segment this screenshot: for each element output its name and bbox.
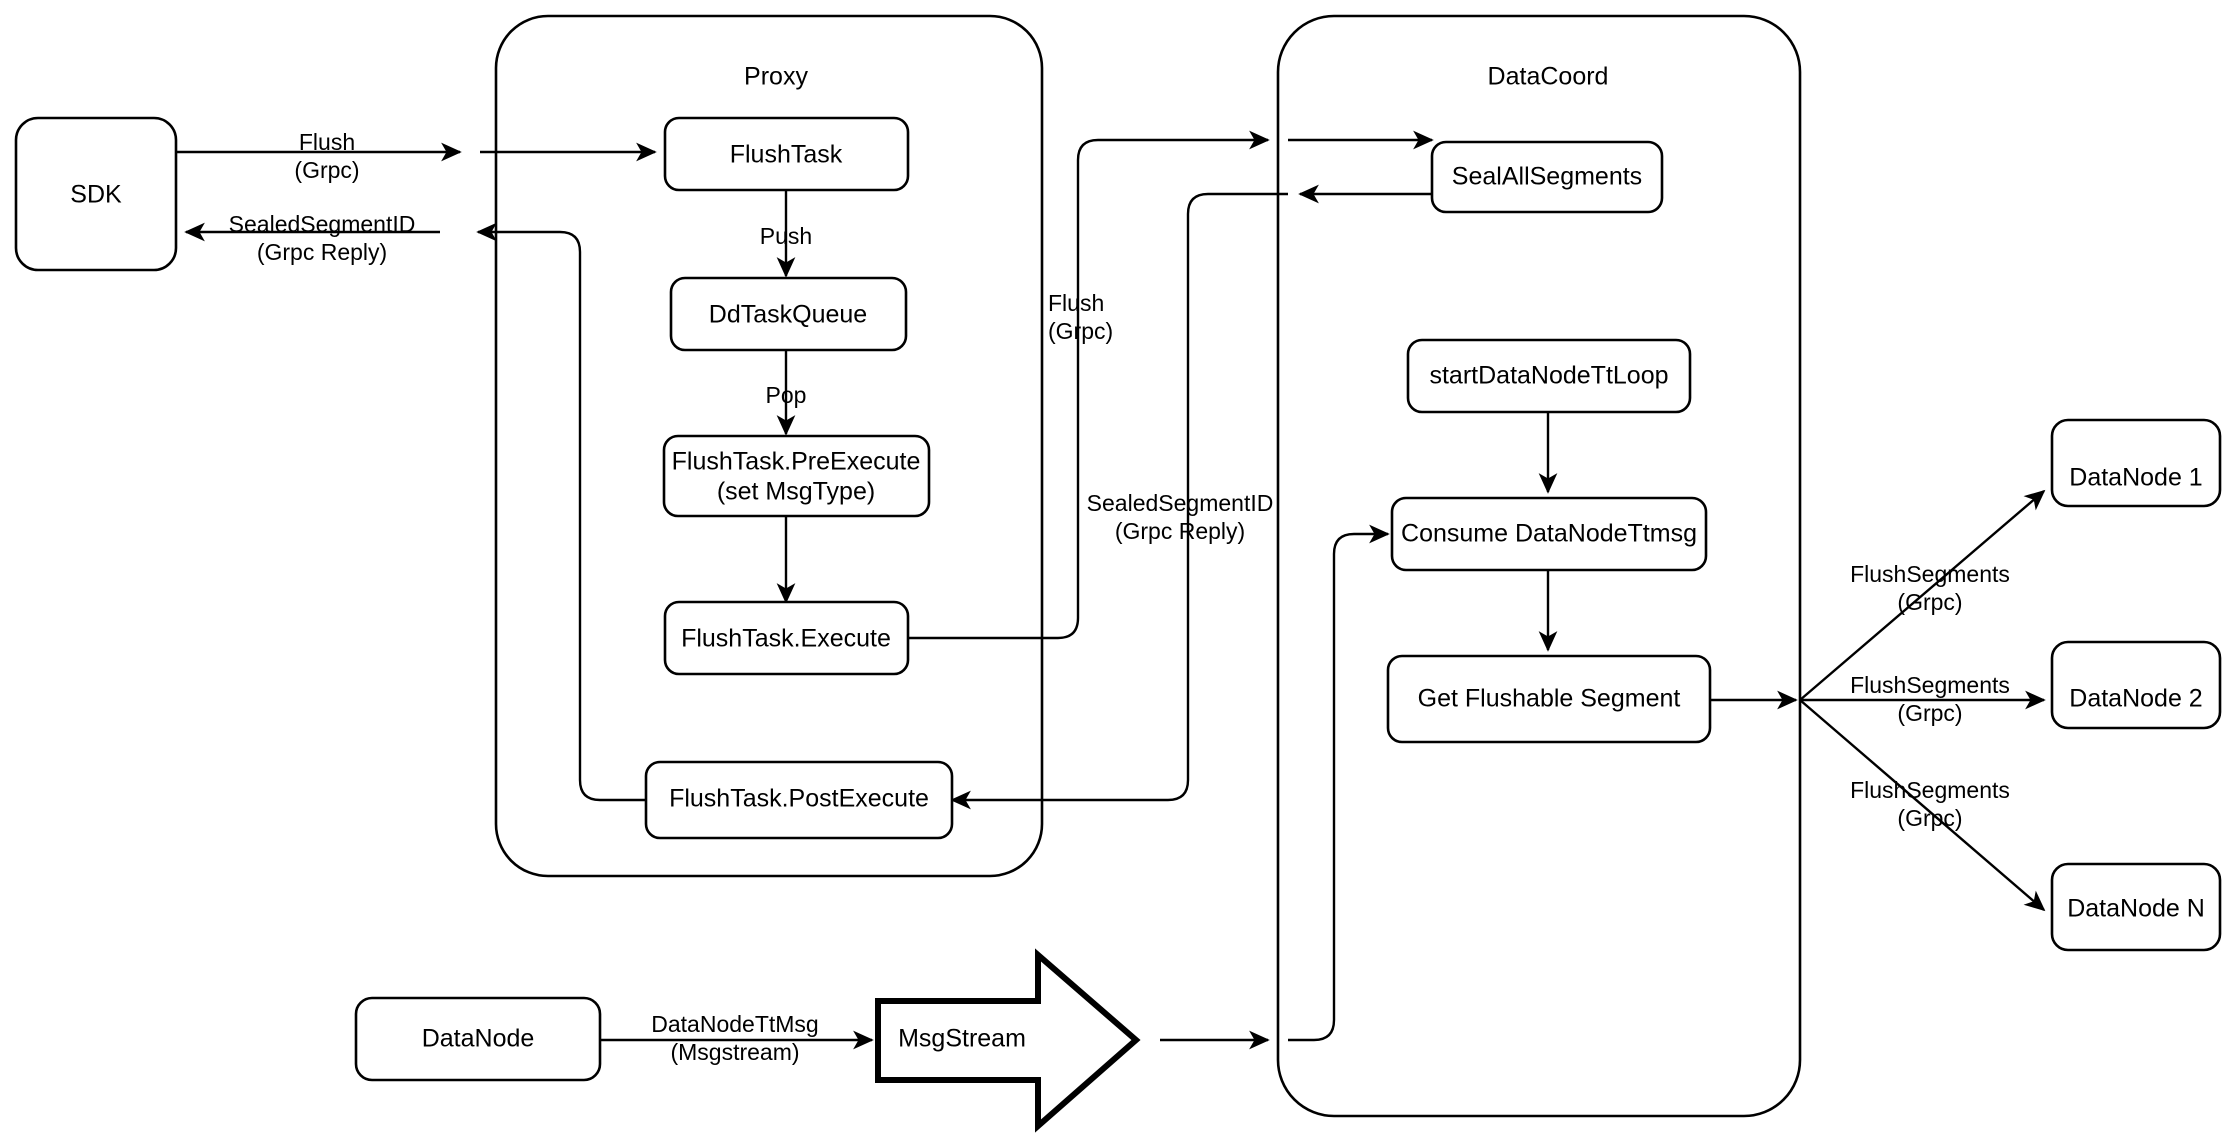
container-datacoord bbox=[1276, 14, 1802, 1118]
node-sealallsegments-box[interactable] bbox=[1430, 140, 1664, 214]
edge-label-flushsegments-1-line1: FlushSegments bbox=[1850, 561, 2010, 587]
edge-datacoord-boundary-to-consume bbox=[1288, 524, 1390, 1042]
node-flushtask-execute-box[interactable] bbox=[663, 600, 910, 676]
node-flushtask[interactable]: FlushTask bbox=[663, 116, 910, 192]
edge-label-flushsegments-2-line1: FlushSegments bbox=[1850, 672, 2010, 698]
edge-label-datacoord-proxy-reply-line1: SealedSegmentID bbox=[1087, 490, 1274, 516]
edge-label-sealedsegmentid-line2: (Grpc Reply) bbox=[257, 239, 387, 265]
container-proxy-title: Proxy bbox=[744, 63, 808, 91]
edge-label-push: Push bbox=[760, 223, 812, 249]
node-consume-datanode-ttmsg[interactable]: Consume DataNodeTtmsg bbox=[1390, 496, 1708, 572]
node-start-datanode-tt-loop-box[interactable] bbox=[1406, 338, 1692, 414]
node-datanode-1-label: DataNode 1 bbox=[2069, 464, 2202, 492]
node-flushtask-box[interactable] bbox=[663, 116, 910, 192]
node-flushtask-preexecute-box[interactable] bbox=[662, 434, 931, 518]
node-datanode-bottom[interactable]: DataNode bbox=[354, 996, 602, 1082]
node-start-datanode-tt-loop[interactable]: startDataNodeTtLoop bbox=[1406, 338, 1692, 414]
edge-hub-to-datanode-1 bbox=[1799, 489, 2046, 701]
node-datanode-1-box[interactable] bbox=[2050, 418, 2222, 508]
node-sdk-label: SDK bbox=[70, 181, 122, 209]
node-sealallsegments-label: SealAllSegments bbox=[1452, 163, 1642, 191]
edge-label-proxy-datacoord-flush-line1: Flush bbox=[1048, 290, 1104, 316]
node-flushtask-preexecute[interactable]: FlushTask.PreExecute (set MsgType) bbox=[662, 434, 931, 518]
edge-label-datacoord-proxy-reply-line2: (Grpc Reply) bbox=[1115, 518, 1245, 544]
node-msgstream-label: MsgStream bbox=[898, 1025, 1026, 1053]
node-datanode-1[interactable]: DataNode 1 bbox=[2050, 418, 2222, 508]
edge-label-datanodettmsg-line1: DataNodeTtMsg bbox=[651, 1011, 818, 1037]
node-flushtask-label: FlushTask bbox=[730, 141, 843, 169]
node-datanode-n-box[interactable] bbox=[2050, 862, 2222, 952]
node-get-flushable-segment-label: Get Flushable Segment bbox=[1418, 685, 1681, 713]
edge-postexecute-to-sdk-reply bbox=[476, 222, 646, 802]
node-datanode-2-box[interactable] bbox=[2050, 640, 2222, 730]
edge-label-flushsegments-2-line2: (Grpc) bbox=[1897, 700, 1962, 726]
node-datanode-bottom-box[interactable] bbox=[354, 996, 602, 1082]
node-ddtaskqueue-label: DdTaskQueue bbox=[709, 301, 867, 329]
node-flushtask-postexecute[interactable]: FlushTask.PostExecute bbox=[644, 760, 954, 840]
node-datanode-2-label: DataNode 2 bbox=[2069, 685, 2202, 713]
edge-label-flushsegments-n-line2: (Grpc) bbox=[1897, 805, 1962, 831]
node-consume-datanode-ttmsg-label: Consume DataNodeTtmsg bbox=[1401, 520, 1697, 548]
node-msgstream[interactable]: MsgStream bbox=[875, 948, 1141, 1133]
node-sdk[interactable]: SDK bbox=[14, 116, 178, 272]
edge-label-sealedsegmentid-line1: SealedSegmentID bbox=[229, 211, 416, 237]
edge-hub-to-datanode-n bbox=[1799, 699, 2046, 912]
node-get-flushable-segment-box[interactable] bbox=[1386, 654, 1712, 744]
node-datanode-n[interactable]: DataNode N bbox=[2050, 862, 2222, 952]
node-flushtask-execute-label: FlushTask.Execute bbox=[681, 625, 891, 653]
node-datanode-n-label: DataNode N bbox=[2067, 895, 2205, 923]
edge-label-pop: Pop bbox=[766, 382, 807, 408]
node-ddtaskqueue[interactable]: DdTaskQueue bbox=[669, 276, 908, 352]
edge-label-flushsegments-n-line1: FlushSegments bbox=[1850, 777, 2010, 803]
edge-execute-to-datacoord bbox=[908, 130, 1270, 640]
node-start-datanode-tt-loop-label: startDataNodeTtLoop bbox=[1429, 362, 1668, 390]
node-sdk-box[interactable] bbox=[14, 116, 178, 272]
edge-datacoord-reply-to-postexecute bbox=[950, 192, 1288, 810]
edge-label-datanodettmsg-line2: (Msgstream) bbox=[670, 1039, 799, 1065]
node-flushtask-execute[interactable]: FlushTask.Execute bbox=[663, 600, 910, 676]
container-datacoord-title: DataCoord bbox=[1488, 63, 1609, 91]
node-datanode-2[interactable]: DataNode 2 bbox=[2050, 640, 2222, 730]
edge-label-flush-grpc-line2: (Grpc) bbox=[294, 157, 359, 183]
edge-label-flush-grpc-line1: Flush bbox=[299, 129, 355, 155]
node-get-flushable-segment[interactable]: Get Flushable Segment bbox=[1386, 654, 1712, 744]
edge-label-flushsegments-1-line2: (Grpc) bbox=[1897, 589, 1962, 615]
node-sealallsegments[interactable]: SealAllSegments bbox=[1430, 140, 1664, 214]
node-consume-datanode-ttmsg-box[interactable] bbox=[1390, 496, 1708, 572]
node-flushtask-postexecute-box[interactable] bbox=[644, 760, 954, 840]
node-flushtask-preexecute-label-line1: FlushTask.PreExecute bbox=[672, 448, 921, 476]
node-flushtask-postexecute-label: FlushTask.PostExecute bbox=[669, 785, 929, 813]
node-datanode-bottom-label: DataNode bbox=[422, 1025, 535, 1053]
node-ddtaskqueue-box[interactable] bbox=[669, 276, 908, 352]
node-msgstream-shape[interactable] bbox=[875, 948, 1141, 1133]
edge-label-proxy-datacoord-flush-line2: (Grpc) bbox=[1048, 318, 1113, 344]
node-flushtask-preexecute-label-line2: (set MsgType) bbox=[717, 478, 875, 506]
container-proxy bbox=[494, 14, 1044, 878]
